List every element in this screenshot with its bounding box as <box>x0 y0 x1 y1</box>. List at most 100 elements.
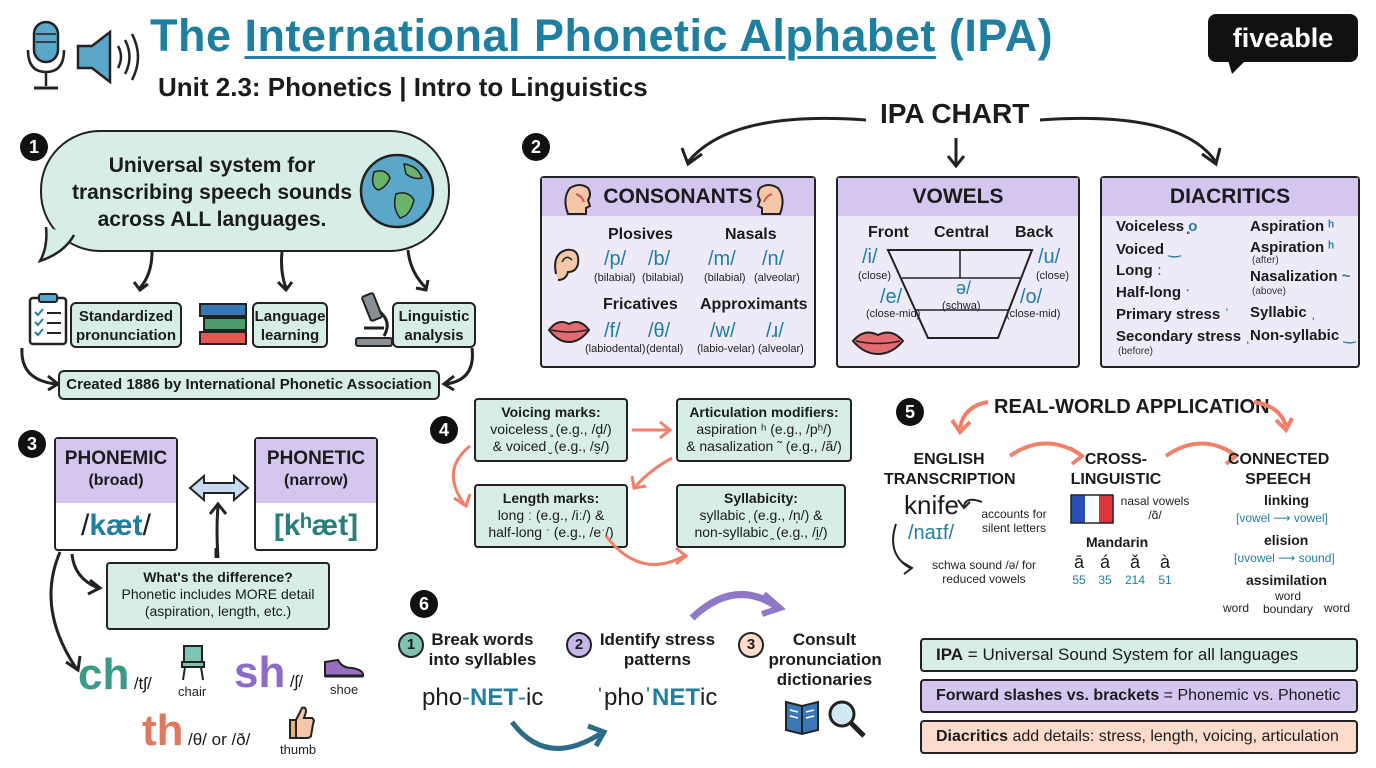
phonetic-example: [kʰæt] <box>273 509 359 542</box>
use-linguistic-analysis: Linguistic analysis <box>392 302 476 348</box>
step-3: 3 Consult pronunciation dictionaries <box>738 630 882 690</box>
fricatives-label: Fricatives <box>603 296 678 313</box>
diac-aspiration-after: Aspiration ʰ <box>1250 239 1334 256</box>
phonetic-head: PHONETIC <box>266 448 366 469</box>
diac-syllabic: Syllabic ˌ <box>1250 304 1316 321</box>
ipa-p-note: (bilabial) <box>594 272 636 284</box>
cross-linguistic-title: CROSS-LINGUISTIC <box>1070 451 1162 488</box>
brand-logo: fiveable <box>1208 14 1358 74</box>
summary-slashes: Forward slashes vs. brackets = Phonemic … <box>920 679 1358 713</box>
example-ch: ch /tʃ/ <box>78 650 152 699</box>
approximants-label: Approximants <box>700 296 808 313</box>
vowels-panel: VOWELS <box>836 176 1080 368</box>
section-number-5: 5 <box>896 398 924 426</box>
origin-arrows <box>20 347 474 392</box>
vowel-central-label: Central <box>934 224 990 241</box>
thumb-icon <box>289 706 315 739</box>
diac-secondary-stress: Secondary stress ˌ <box>1116 328 1251 345</box>
definition-text: Universal system for transcribing speech… <box>71 154 353 231</box>
french-note: nasal vowels /ɑ̃/ <box>1120 494 1190 522</box>
shoe-icon <box>324 658 365 678</box>
phonemic-head: PHONEMIC <box>64 448 168 469</box>
vowel-u-note: (close) <box>1036 270 1070 282</box>
diacritics-panel: DIACRITICS <box>1100 176 1360 368</box>
english-ipa: /naɪf/ <box>908 522 955 544</box>
ear-icon <box>554 248 580 281</box>
linking-rule: [vowel ⟶ vowel] <box>1236 511 1328 525</box>
example-sh: sh /ʃ/ <box>234 648 304 697</box>
lips-icon <box>851 331 905 356</box>
section-number-6: 6 <box>410 590 438 618</box>
difference-text: Phonetic includes MORE detail (aspiratio… <box>121 586 315 619</box>
summary-diacritics: Diacritics add details: stress, length, … <box>920 720 1358 754</box>
assim-word-2: word <box>1324 601 1351 615</box>
diac-aspiration: Aspiration ʰ <box>1250 218 1334 235</box>
step-1-number: 1 <box>398 632 424 658</box>
page-title: The International Phonetic Alphabet (IPA… <box>150 10 1054 61</box>
ipa-m-note: (bilabial) <box>704 272 746 284</box>
bottom-curved-arrow <box>509 720 608 751</box>
clipboard-icon <box>28 293 68 346</box>
difference-arrows <box>49 548 218 673</box>
elision-rule: [ʊvowel ⟶ sound] <box>1234 551 1335 565</box>
microphone-icon <box>26 20 66 90</box>
diac-nasalization: Nasalization ~ <box>1250 268 1351 285</box>
lips-icon <box>547 321 591 344</box>
use-standardized-pronunciation: Standardized pronunciation <box>70 302 182 348</box>
ipa-theta: /θ/ <box>648 320 671 342</box>
vowel-schwa-note: (schwa) <box>942 300 981 312</box>
diac-voiceless: Voiceless ̥o <box>1116 218 1198 235</box>
vowels-title: VOWELS <box>838 178 1078 216</box>
english-arrows <box>892 498 983 575</box>
diac-nasalization-note: (above) <box>1252 286 1286 297</box>
vowel-e: /e/ <box>880 286 903 308</box>
ipa-f: /f/ <box>604 320 621 342</box>
magnifier-icon <box>828 700 866 738</box>
chair-icon <box>181 645 205 681</box>
example-ch-word: chair <box>178 684 207 699</box>
head-profile-icon <box>564 184 592 215</box>
real-world-arrows <box>950 400 1294 466</box>
silent-letters-note: accounts for silent letters <box>981 507 1047 535</box>
ipa-r: /ɹ/ <box>766 320 784 342</box>
mandarin-title: Mandarin <box>1086 534 1149 550</box>
diac-primary-stress: Primary stress ˈ <box>1116 306 1230 323</box>
top-curved-arrow <box>689 591 786 621</box>
step-1: 1 Break words into syllables <box>398 630 536 670</box>
books-icon <box>199 303 247 345</box>
difference-card: What's the difference? Phonetic includes… <box>106 562 330 630</box>
stress-example: ˈphoˈNETic <box>596 684 718 711</box>
ipa-p: /p/ <box>604 248 627 270</box>
phonetic-sub: (narrow) <box>284 472 348 489</box>
phonemic-example: /kæt/ <box>80 509 152 542</box>
vowel-i-note: (close) <box>858 270 892 282</box>
example-th: th /θ/ or /ð/ <box>142 706 251 755</box>
bubble-arrows <box>132 249 430 293</box>
vowel-o: /o/ <box>1020 286 1043 308</box>
ipa-f-note: (labiodental) <box>585 343 646 355</box>
diac-non-syllabic: Non-syllabic ‿ <box>1250 327 1356 344</box>
ipa-n-note: (alveolar) <box>754 272 800 284</box>
difference-title: What's the difference? <box>143 569 293 585</box>
section-number-4: 4 <box>430 416 458 444</box>
english-word: knife <box>904 490 959 520</box>
english-transcription-title: ENGLISH TRANSCRIPTION <box>884 451 1016 488</box>
step-2-number: 2 <box>566 632 592 658</box>
vowel-i: /i/ <box>862 246 878 268</box>
assim-word-1: word <box>1223 601 1250 615</box>
chart-arrows <box>680 116 1222 169</box>
section-number-3: 3 <box>18 430 46 458</box>
ipa-m: /m/ <box>708 248 736 270</box>
dictionary-icon <box>785 700 819 736</box>
vowel-e-note: (close-mid) <box>866 308 921 320</box>
syllable-example: pho-NET-ic <box>422 684 544 711</box>
diac-half-long: Half-long ˑ <box>1116 284 1191 301</box>
summary-ipa: IPA = Universal Sound System for all lan… <box>920 638 1358 672</box>
phonemic-sub: (broad) <box>88 472 144 489</box>
example-th-word: thumb <box>280 742 317 757</box>
diac-voiced: Voiced ‿ <box>1116 241 1181 258</box>
ipa-origin-note: Created 1886 by International Phonetic A… <box>58 370 440 400</box>
